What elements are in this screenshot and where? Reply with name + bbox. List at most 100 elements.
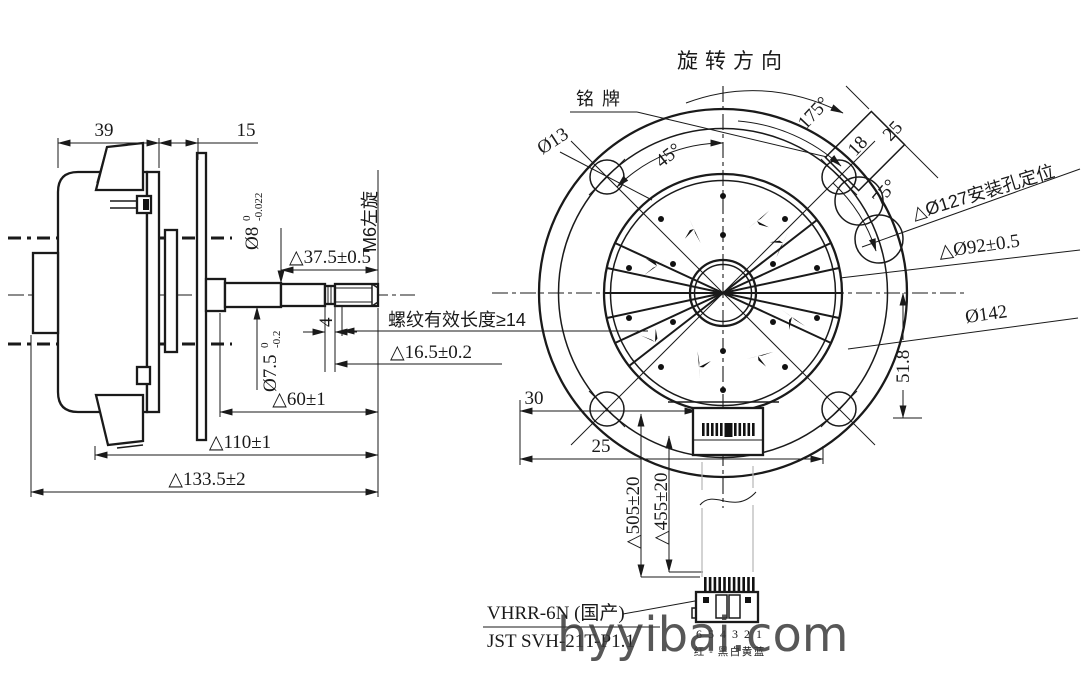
motor-end-plate: [145, 170, 161, 414]
side-view-dimensions: 39 15 Ø8 0 -0.022 M6左旋 △37.5±0.5: [30, 120, 648, 497]
hole-dia-leader: [559, 151, 653, 201]
svg-text:51.8: 51.8: [893, 350, 914, 383]
body-clip: [135, 365, 152, 386]
plug-latch-dot: [745, 597, 751, 603]
dim-shaft-len: △37.5±0.5: [289, 247, 371, 268]
angle-75-arc: [832, 182, 877, 252]
angle-45-label: 45°: [652, 139, 686, 172]
pin-number: 1: [756, 627, 762, 641]
angle-75-label: 75°: [868, 176, 901, 210]
groove-width-callout: 4: [316, 317, 337, 327]
boss-diameter-callout: Ø7.5 0 -0.2: [259, 331, 283, 392]
nameplate-plate: [824, 85, 939, 192]
threaded-end: [333, 282, 380, 308]
screw-head-fill: [143, 199, 149, 210]
motor-side-view: 39 15 Ø8 0 -0.022 M6左旋 △37.5±0.5: [8, 120, 648, 497]
wire-color: 红: [694, 645, 705, 658]
svg-text:△455±20: △455±20: [651, 472, 672, 545]
pin-number: 2: [744, 627, 750, 641]
svg-text:△505±20: △505±20: [623, 476, 644, 549]
pitch-dia-leader: [839, 249, 1081, 279]
angle-45-arc: [616, 139, 724, 188]
rear-boss: [31, 251, 60, 335]
svg-text:4: 4: [316, 317, 337, 327]
motor-body-outline: [56, 170, 149, 414]
plug-slot: [715, 594, 728, 619]
pin-number: 5: [708, 627, 714, 641]
vent-holes: [626, 193, 820, 393]
dim-lead-505: △505±20: [623, 476, 644, 549]
rotor-spokes: [604, 219, 842, 367]
flange-disc-edge: [195, 151, 208, 442]
mount-note-leader: [861, 168, 1081, 248]
plug-slot: [728, 594, 741, 619]
bottom-terminal-base: [116, 444, 144, 449]
angle-175-arc: [737, 120, 842, 167]
bottom-terminal-block: [94, 393, 145, 447]
plug-pins: [704, 577, 755, 592]
thread-spec-callout: M6左旋: [360, 191, 380, 252]
pitch-dia-label: △Ø92±0.5: [937, 230, 1021, 262]
nameplate-label: 铭牌: [576, 89, 628, 109]
outer-dia-leader: [847, 317, 1079, 350]
dim-25: 25: [592, 436, 611, 457]
shaft-diameter-callout: Ø8 0 -0.022: [241, 193, 265, 250]
pin-number: 4: [720, 627, 726, 641]
top-terminal-chamfer: [96, 146, 108, 184]
nameplate-width-dim: 18: [844, 132, 872, 160]
svg-text:0: 0: [241, 215, 253, 221]
spigot-strip: [163, 228, 179, 354]
mount-note-label: △Ø127安装孔定位: [910, 161, 1057, 223]
rotation-direction-arrow: [685, 90, 844, 114]
connector-model-line2: JST SVH-21T-P1.1: [487, 631, 635, 652]
wire-color: 黄: [742, 645, 753, 658]
dim-133-5: △133.5±2: [168, 469, 245, 490]
thread-relief-groove: [323, 284, 337, 306]
model-leader: [622, 600, 696, 615]
wire-color: 白: [730, 645, 741, 658]
chamfer-line: [371, 301, 379, 307]
svg-text:-0.2: -0.2: [271, 331, 283, 348]
thread-length-note: 螺纹有效长度≥14: [388, 310, 526, 330]
hole-dia-label: Ø13: [534, 124, 573, 159]
watermark-text: hyyibai.com: [557, 607, 849, 663]
wire-color: 蓝: [754, 646, 765, 658]
outer-dia-label: Ø142: [964, 301, 1009, 328]
angle-175-label: 175°: [794, 93, 834, 134]
rotation-direction-label: 旋转方向: [677, 50, 789, 73]
pin-number: 3: [732, 627, 738, 641]
svg-text:0: 0: [259, 342, 271, 348]
pin-number: 6: [696, 627, 702, 641]
svg-text:-0.022: -0.022: [253, 193, 265, 221]
plug-latch-dot: [703, 597, 709, 603]
motor-front-view: 旋转方向 45° 175° 75° 25 18 铭牌 Ø13 △Ø127安装孔定…: [492, 50, 1081, 578]
pin-numbers: 6 5 4 3 2 1: [696, 627, 762, 641]
dim-16-5: △16.5±0.2: [390, 342, 472, 363]
dim-51-8: 51.8: [893, 350, 914, 383]
outer-flange-circle: [537, 107, 909, 479]
svg-text:M6左旋: M6左旋: [360, 191, 380, 252]
wire-color: -: [709, 646, 713, 658]
dim-15: 15: [237, 120, 256, 141]
shaft-section-boss: [223, 281, 283, 309]
plug-side-step: [691, 607, 696, 619]
dim-30: 30: [525, 388, 544, 409]
svg-text:Ø8: Ø8: [242, 227, 263, 250]
cable-break-line: [699, 491, 757, 506]
dim-110: △110±1: [209, 432, 271, 453]
wire-color: 黑: [718, 646, 729, 658]
connector-model-line1: VHRR-6N (国产): [487, 602, 625, 624]
nameplate-leader: [636, 111, 828, 158]
dim-60: △60±1: [272, 389, 326, 410]
connector-detail: VHRR-6N (国产) JST SVH-21T-P1.1 6 5 4 3 2 …: [483, 577, 765, 658]
dim-39: 39: [95, 120, 114, 141]
connector-pin-comb: [702, 423, 755, 437]
lead-cable: [699, 462, 757, 577]
flange-connector: [668, 401, 779, 457]
phantom-hole-position: [854, 214, 904, 264]
wire-colors: 红 - 黑 白 黄 蓝: [694, 645, 765, 658]
nameplate-length-dim: 25: [879, 117, 907, 145]
dim-lead-455: △455±20: [651, 472, 672, 545]
